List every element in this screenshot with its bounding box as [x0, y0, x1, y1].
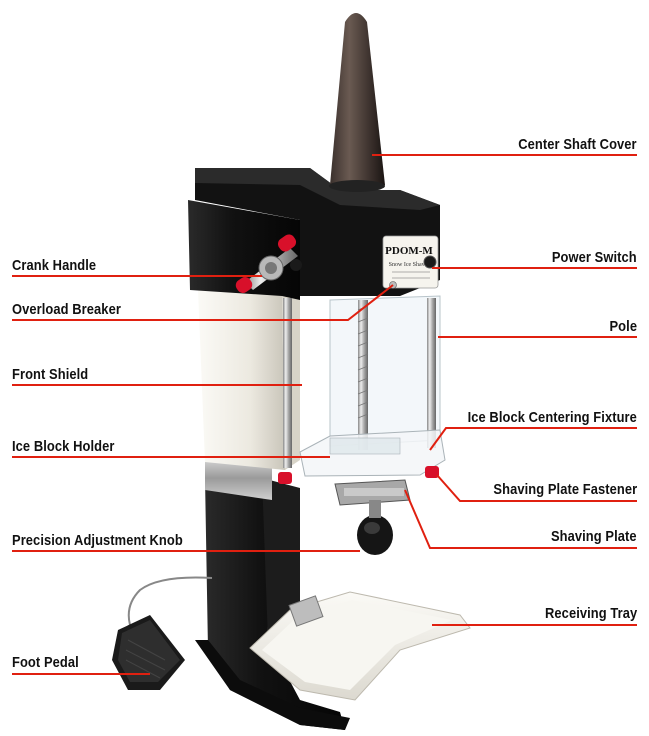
fastener-left [278, 472, 292, 484]
left-pole [283, 298, 292, 468]
label-front-shield: Front Shield [12, 366, 89, 383]
label-pole: Pole [609, 318, 637, 335]
label-shaving-plate: Shaving Plate [551, 528, 637, 545]
label-power-switch: Power Switch [552, 249, 637, 266]
label-overload-breaker: Overload Breaker [12, 301, 121, 318]
leader-shaving-plate [404, 489, 637, 549]
label-crank-handle: Crank Handle [12, 257, 97, 274]
crank-grip-bottom [235, 277, 253, 293]
label-center-shaft-cover: Center Shaft Cover [518, 136, 637, 153]
label-precision-adjustment-knob: Precision Adjustment Knob [12, 532, 183, 549]
label-ice-block-centering-fixture: Ice Block Centering Fixture [467, 409, 637, 426]
base-foot [195, 640, 350, 730]
ice-chamber [329, 295, 441, 447]
pedal-cord [127, 576, 213, 626]
label-receiving-tray: Receiving Tray [544, 605, 637, 622]
brand-plate [382, 235, 439, 289]
precision-adjustment-knob [357, 515, 393, 555]
crank-grip-top [277, 234, 297, 252]
leader-lines [12, 154, 637, 675]
leader-shaving-plate-fastener [436, 474, 637, 502]
front-shield-body [198, 290, 285, 470]
center-screw [358, 300, 368, 450]
base-body [205, 478, 345, 730]
center-shaft-cover [330, 13, 385, 191]
lower-body-right [262, 478, 300, 640]
fastener-right [425, 466, 439, 478]
label-shaving-plate-fastener: Shaving Plate Fastener [493, 481, 637, 498]
leader-overload-breaker [12, 284, 394, 321]
right-pole [427, 298, 436, 448]
brand-sublabel: Snow Ice Shaver [389, 262, 430, 268]
power-switch-knob [423, 255, 437, 269]
label-foot-pedal: Foot Pedal [12, 654, 79, 671]
leader-ice-block-centering [429, 427, 637, 451]
brand-name: PDOM-M [385, 245, 433, 257]
label-ice-block-holder: Ice Block Holder [12, 438, 115, 455]
